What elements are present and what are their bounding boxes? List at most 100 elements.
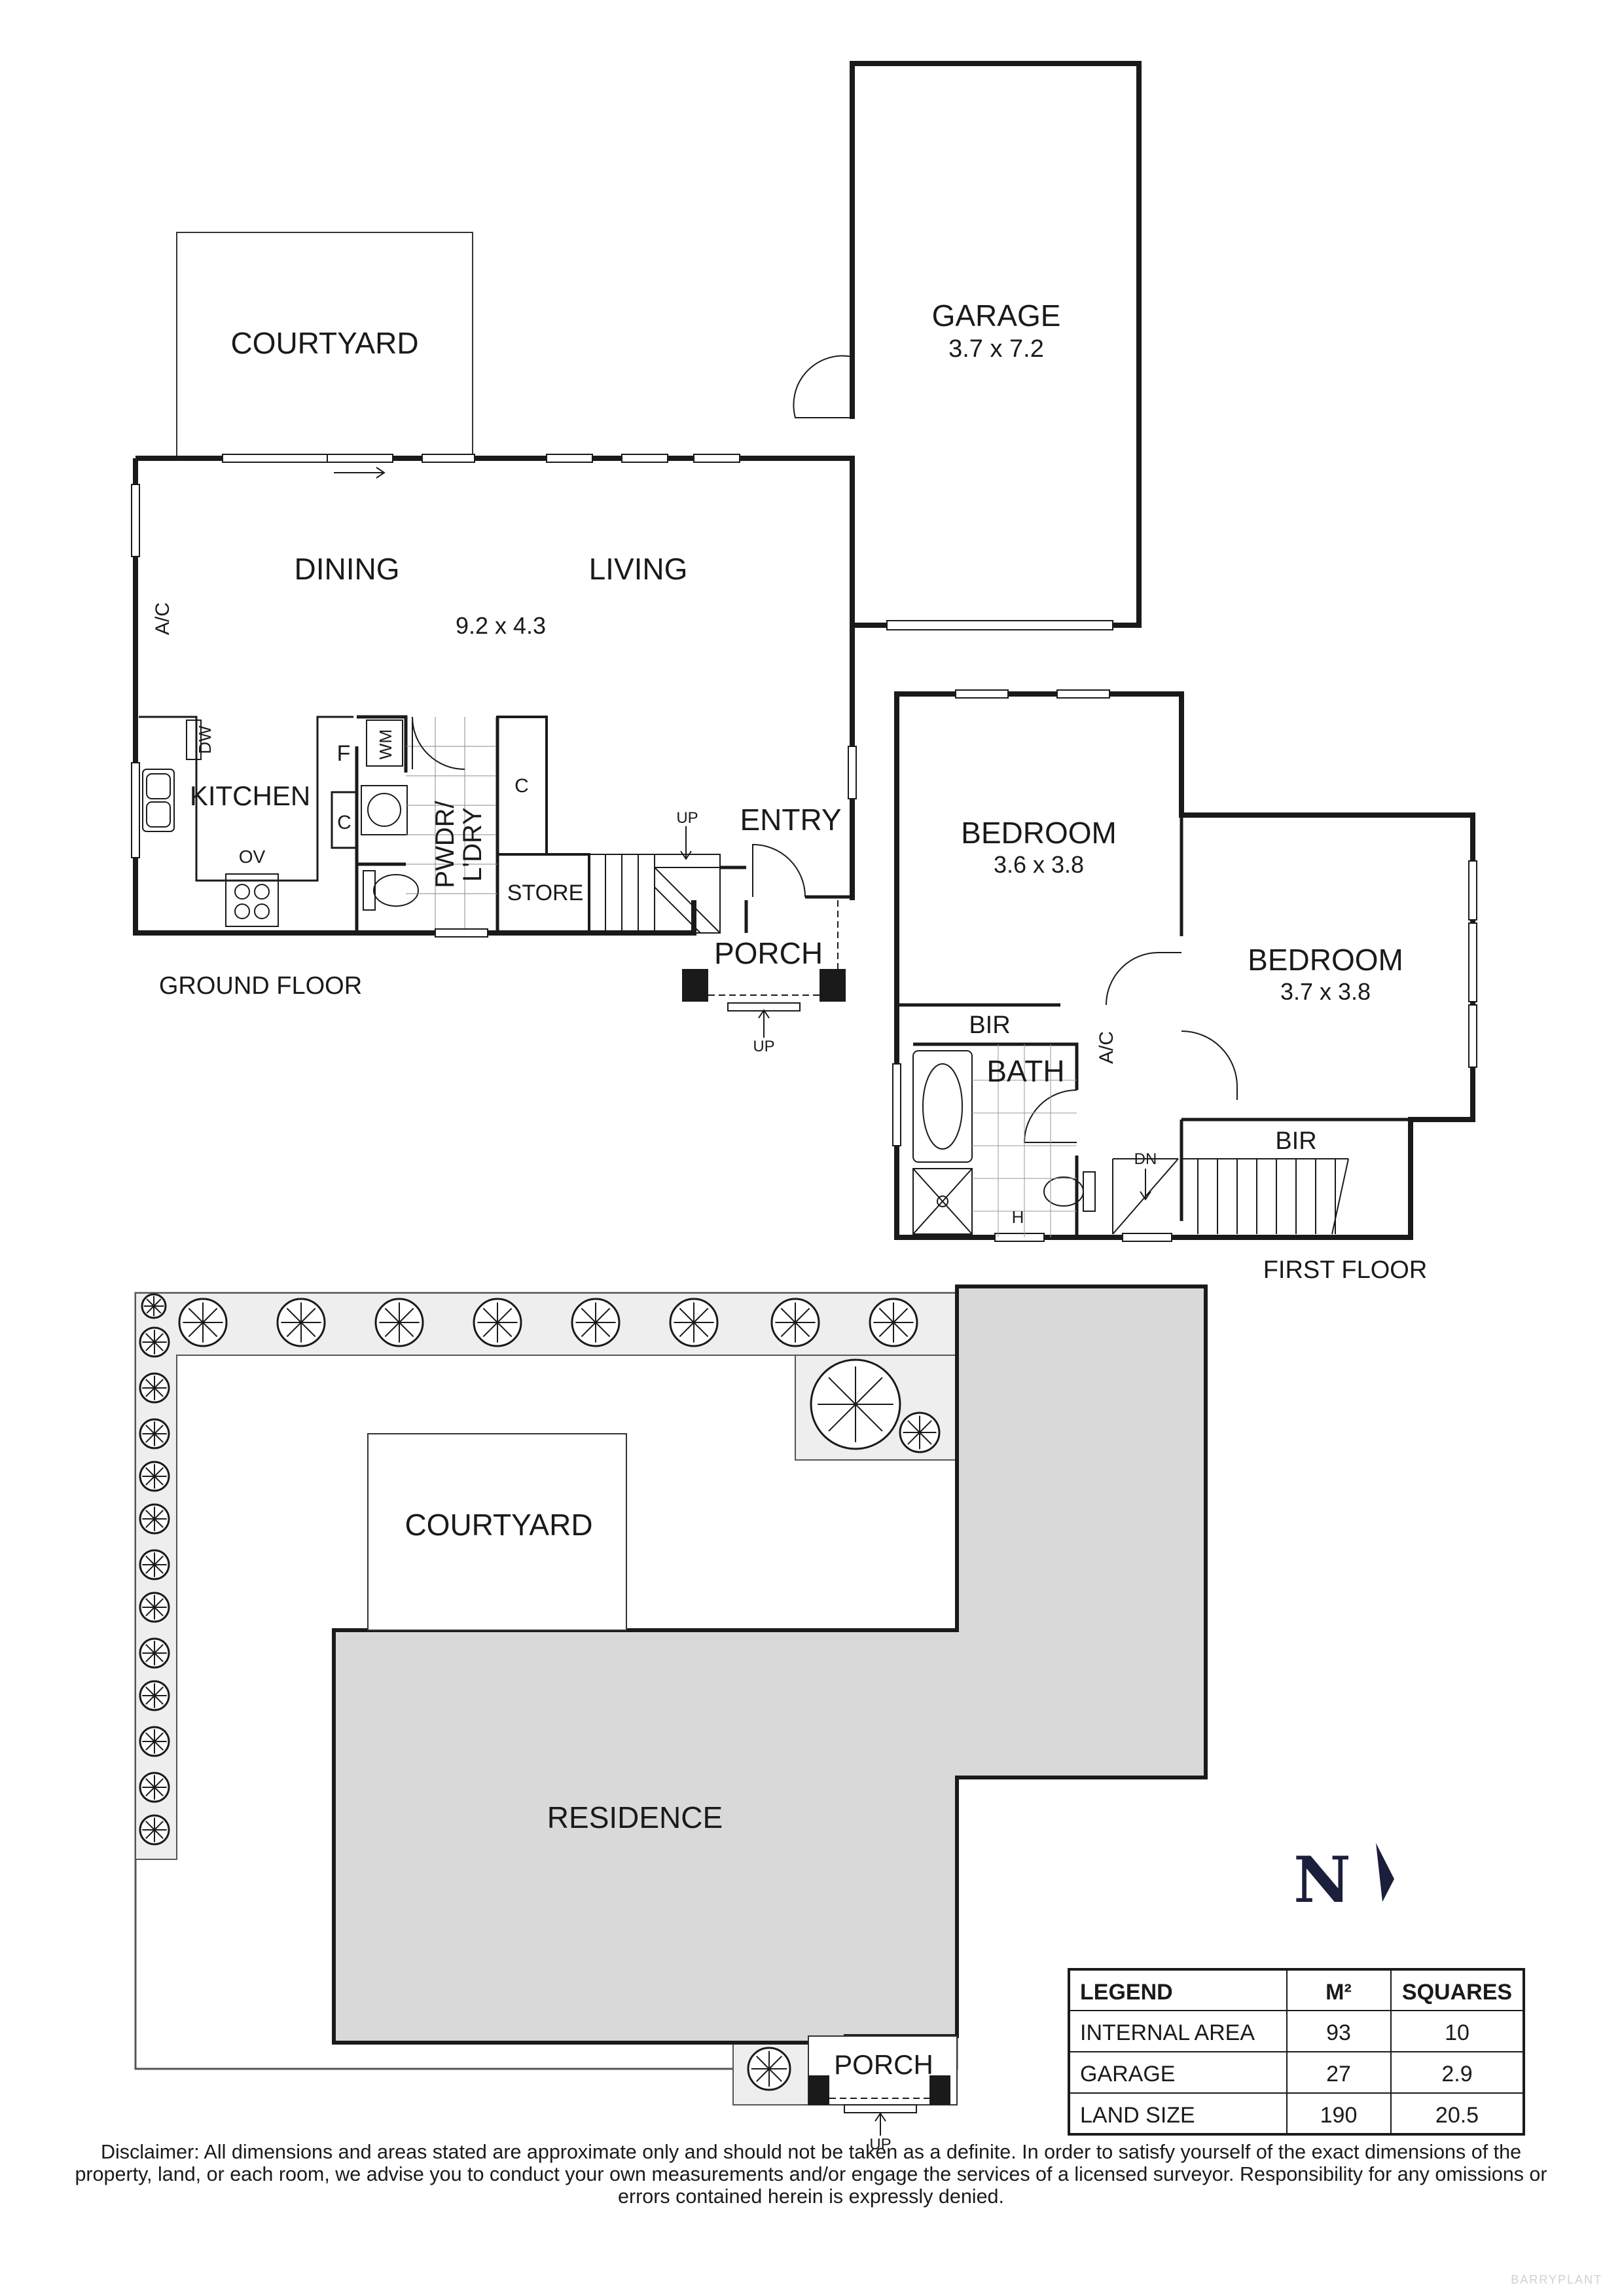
laundry-door — [412, 716, 465, 770]
legend-row-m2: 93 — [1326, 2020, 1351, 2045]
oven-label: OV — [239, 847, 266, 867]
laundry-trough — [361, 785, 408, 835]
kitchen-label: KITCHEN — [190, 780, 310, 811]
entry-walls — [720, 866, 852, 933]
site-plan: COURTYARD RESIDENCE PORCH UP — [134, 1285, 1208, 2153]
ground-porch — [682, 900, 846, 1038]
site-courtyard-label: COURTYARD — [405, 1508, 592, 1542]
first-floor-internal-walls — [897, 815, 1411, 1237]
site-trees — [139, 1293, 941, 2091]
tree-icon — [899, 1412, 941, 1453]
garage-dims: 3.7 x 7.2 — [948, 335, 1044, 363]
tree-icon — [139, 1772, 170, 1803]
legend-table: LEGEND M² SQUARES INTERNAL AREA 93 10 GA… — [1068, 1968, 1525, 2136]
stair-up-arrow — [680, 826, 692, 860]
ldry-label: L'DRY — [458, 807, 487, 882]
dn-label: DN — [1134, 1150, 1157, 1168]
slider-arrow — [334, 467, 386, 479]
tree-icon — [178, 1298, 228, 1347]
legend-row-label: GARAGE — [1080, 2062, 1175, 2086]
site-porch-up-label: UP — [869, 2136, 891, 2153]
tree-icon — [810, 1358, 901, 1450]
store-label: STORE — [507, 881, 584, 905]
tree-icon — [669, 1298, 719, 1347]
tree-icon — [139, 1549, 170, 1580]
bath-label: BATH — [986, 1054, 1064, 1088]
tree-icon — [139, 1418, 170, 1449]
disclaimer-text: Disclaimer: All dimensions and areas sta… — [75, 2141, 1547, 2208]
entry-door — [752, 843, 806, 898]
living-label: LIVING — [589, 552, 688, 586]
laundry-basin — [367, 793, 401, 827]
ground-floor-label: GROUND FLOOR — [159, 972, 362, 1000]
tree-icon — [139, 1372, 170, 1404]
fridge-label: F — [337, 741, 351, 766]
tree-icon — [139, 1592, 170, 1623]
stair-up-label: UP — [676, 809, 698, 827]
site-courtyard — [367, 1433, 627, 1631]
legend-row-label: LAND SIZE — [1080, 2103, 1195, 2128]
powder-toilet — [363, 870, 419, 911]
kitchen-sink — [142, 769, 175, 832]
north-arrow: N — [1293, 1843, 1394, 1917]
stair-down-arrow — [1140, 1169, 1151, 1201]
dishwasher — [186, 720, 202, 760]
bir2-label: BIR — [1275, 1127, 1316, 1155]
first-floor-walls — [894, 691, 1475, 1240]
porch-up-label: UP — [753, 1038, 774, 1055]
bedroom1-label: BEDROOM — [961, 816, 1117, 850]
tree-icon — [374, 1298, 424, 1347]
bedroom2-dims: 3.7 x 3.8 — [1280, 978, 1371, 1005]
tree-icon — [141, 1293, 167, 1319]
tree-icon — [770, 1298, 820, 1347]
legend-header-legend: LEGEND — [1080, 1980, 1173, 2005]
pwdr-label: PWDR/ — [431, 800, 460, 888]
washing-machine — [366, 720, 403, 767]
bedroom1-door — [1106, 952, 1181, 1006]
dining-label: DINING — [295, 552, 400, 586]
north-letter: N — [1293, 1843, 1351, 1917]
kitchen-counter — [139, 716, 353, 882]
entry-label: ENTRY — [740, 803, 841, 837]
hwu-label: H — [1012, 1207, 1024, 1227]
first-floor: BEDROOM 3.6 x 3.8 BEDROOM 3.7 x 3.8 BIR … — [892, 689, 1477, 1284]
garage-side-door — [793, 355, 853, 418]
living-dims: 9.2 x 4.3 — [456, 612, 546, 639]
tree-icon — [139, 1461, 170, 1492]
tree-icon — [571, 1298, 621, 1347]
bath-tiles — [972, 1044, 1077, 1237]
legend-row-m2: 190 — [1320, 2103, 1358, 2128]
legend-header-squares: SQUARES — [1402, 1980, 1512, 2005]
garage-label: GARAGE — [932, 299, 1061, 333]
windows-left — [131, 484, 140, 858]
site-porch — [808, 2035, 958, 2136]
legend-row-label: INTERNAL AREA — [1080, 2020, 1255, 2045]
legend-row-m2: 27 — [1326, 2062, 1351, 2086]
tree-icon — [276, 1298, 326, 1347]
porch-label: PORCH — [714, 936, 823, 970]
garage-walls — [850, 61, 1142, 628]
bedroom2-door — [1181, 1030, 1238, 1100]
legend-row-squares: 10 — [1445, 2020, 1469, 2045]
cupboard-left-label: C — [337, 812, 351, 833]
window-entry — [848, 746, 857, 799]
ground-floor: COURTYARD DINING LIVING 9.2 x 4.3 A/C DW… — [131, 232, 857, 1055]
bir1-label: BIR — [969, 1011, 1010, 1039]
tree-icon — [139, 1680, 170, 1711]
ground-stairs — [588, 854, 721, 934]
cooktop — [225, 873, 279, 927]
windows-top — [222, 454, 740, 463]
dw-label: DW — [195, 725, 215, 754]
bath-door — [1023, 1089, 1077, 1143]
first-floor-label: FIRST FLOOR — [1263, 1256, 1428, 1284]
bathroom-fixtures — [912, 1050, 1096, 1235]
legend-row-squares: 2.9 — [1441, 2062, 1472, 2086]
site-porch-label: PORCH — [834, 2049, 933, 2080]
garage: GARAGE 3.7 x 7.2 — [793, 61, 1142, 630]
garage-door — [886, 620, 1113, 630]
window-laundry — [435, 928, 488, 938]
legend-row-squares: 20.5 — [1435, 2103, 1479, 2128]
cupboard-right-label: C — [514, 775, 529, 797]
tree-icon — [139, 1503, 170, 1535]
tree-icon — [139, 1637, 170, 1669]
